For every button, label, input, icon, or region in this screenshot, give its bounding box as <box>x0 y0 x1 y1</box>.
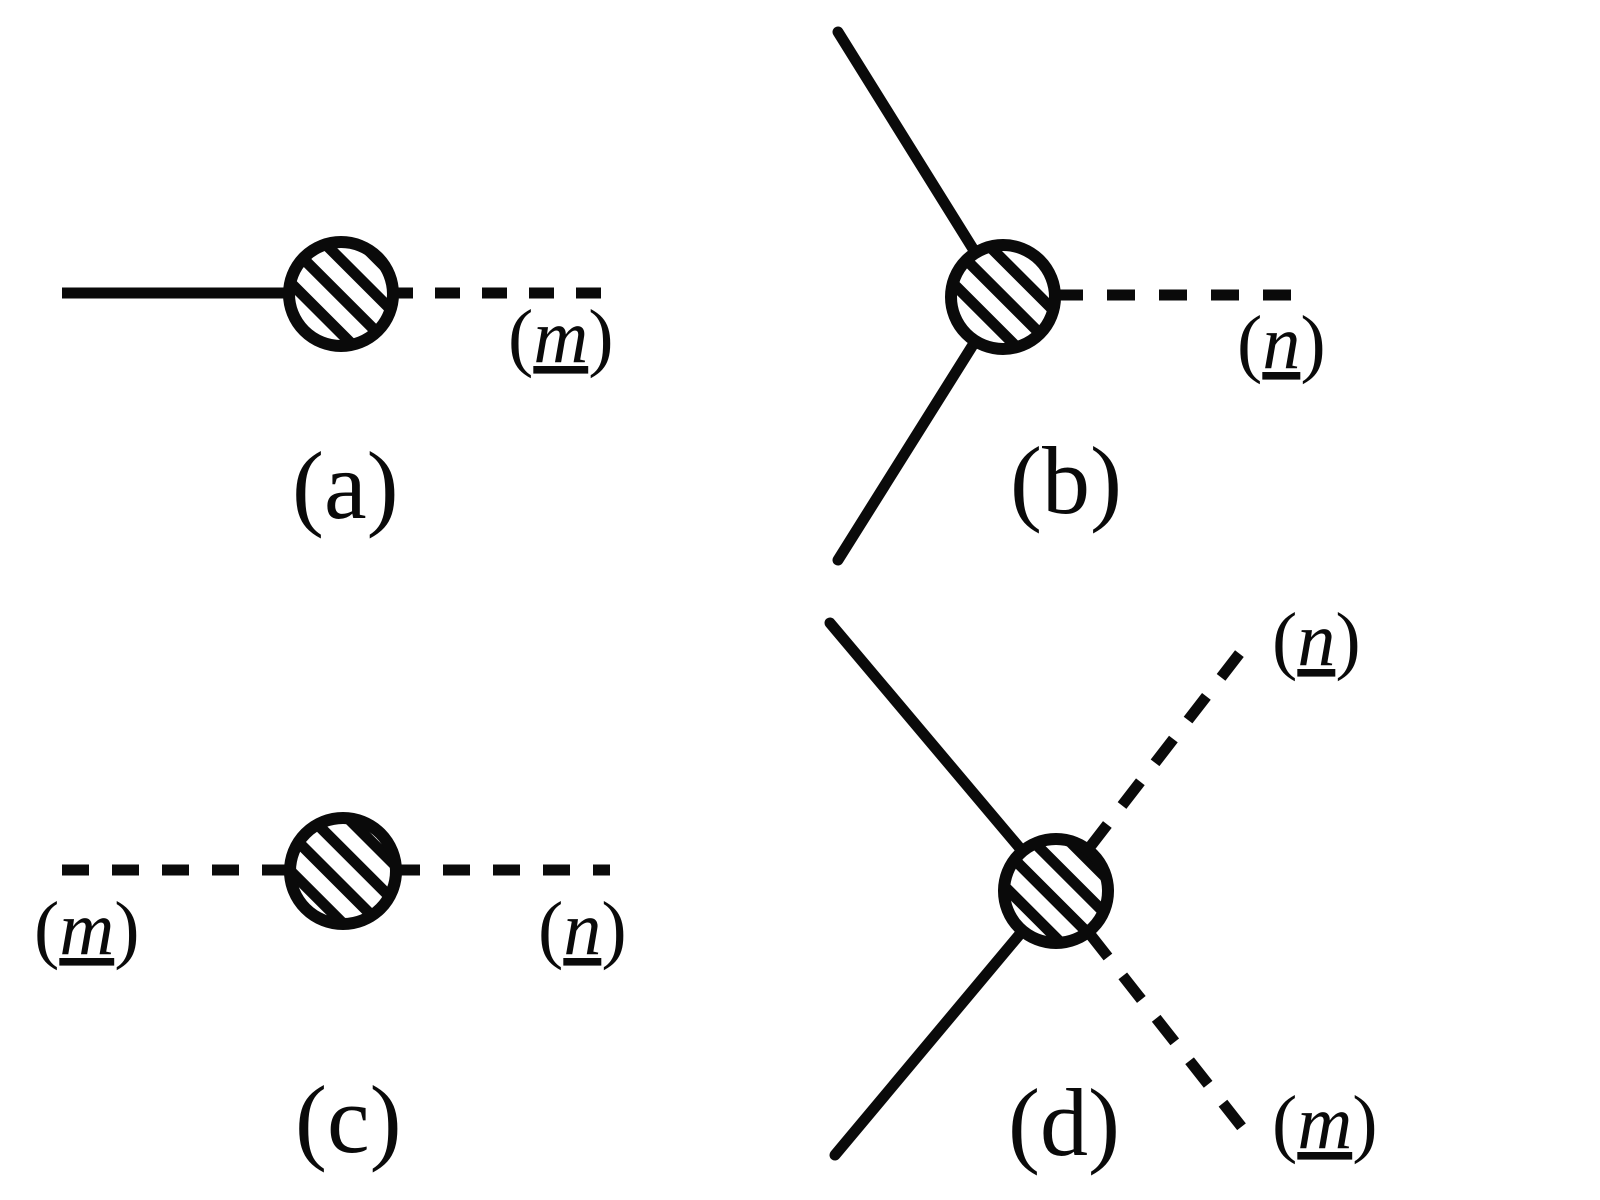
panel-d: (n) (m) (d) <box>824 598 1378 1176</box>
panel-c-label-left-close: ) <box>114 887 139 971</box>
panel-d-letter: (d) <box>1008 1069 1120 1176</box>
panel-c-label-left-symbol: m <box>59 887 114 971</box>
panel-c-letter: (c) <box>295 1066 402 1173</box>
panel-a-vertex-blob <box>283 236 399 352</box>
panel-c-label-right-symbol: n <box>563 887 601 971</box>
panel-c-label-left: (m) <box>34 887 140 971</box>
panel-a: (m) (a) <box>62 236 614 539</box>
panel-c-label-right-open: ( <box>538 887 563 971</box>
panel-d-label-upper-right-symbol: n <box>1297 598 1335 682</box>
panel-d-label-lower-right-close: ) <box>1352 1081 1377 1165</box>
panel-b-label-right-open: ( <box>1237 301 1262 385</box>
panel-d-solid-leg-upper-left <box>824 617 1062 897</box>
panel-b-label-right-symbol: n <box>1262 301 1300 385</box>
panel-d-label-lower-right: (m) <box>1272 1081 1378 1165</box>
panel-c-label-left-open: ( <box>34 887 59 971</box>
panel-d-label-upper-right-close: ) <box>1335 598 1360 682</box>
panel-a-label-right-symbol: m <box>533 295 588 379</box>
panel-d-label-upper-right-open: ( <box>1272 598 1297 682</box>
panel-c-label-right-close: ) <box>601 887 626 971</box>
panel-b-label-right: (n) <box>1237 301 1326 385</box>
panel-a-label-right: (m) <box>508 295 614 379</box>
panel-a-label-right-open: ( <box>508 295 533 379</box>
panel-d-label-lower-right-open: ( <box>1272 1081 1297 1165</box>
panel-d-vertex-blob <box>998 833 1114 949</box>
panel-d-label-lower-right-symbol: m <box>1297 1081 1352 1165</box>
panel-a-letter: (a) <box>292 432 399 539</box>
panel-c-vertex-blob <box>284 812 402 930</box>
panel-b-label-right-close: ) <box>1300 301 1325 385</box>
panel-b: (n) (b) <box>832 26 1326 566</box>
panel-b-letter: (b) <box>1010 427 1122 534</box>
panel-a-label-right-close: ) <box>588 295 613 379</box>
panel-d-label-upper-right: (n) <box>1272 598 1361 682</box>
panel-c: (m) (n) (c) <box>34 812 627 1173</box>
panel-b-vertex-blob <box>945 239 1061 355</box>
panel-c-label-right: (n) <box>538 887 627 971</box>
